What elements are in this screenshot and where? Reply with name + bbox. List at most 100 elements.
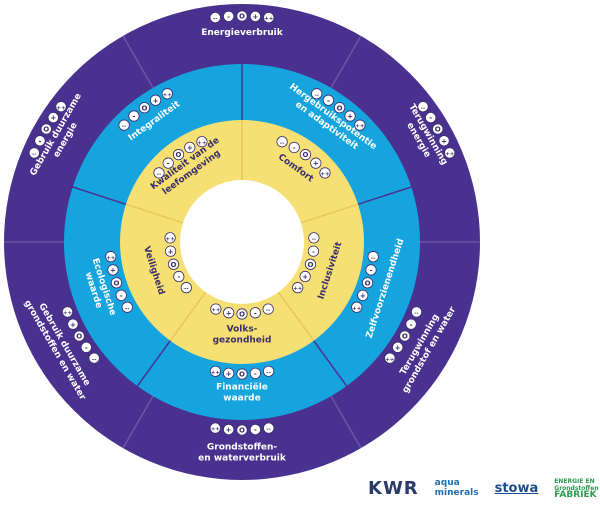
score-symbol: ++ [264, 16, 274, 22]
aqua-logo-top: aqua [434, 478, 460, 488]
score-symbol: - [370, 266, 373, 274]
score-symbol: O [113, 279, 119, 287]
score-symbol-bg [354, 119, 366, 131]
score-scale: ---O+++ [209, 365, 275, 380]
score-symbol-bg [262, 303, 274, 315]
score-symbol: ++ [166, 236, 176, 242]
score-symbol-bg [304, 258, 317, 270]
score-symbol-bg [121, 301, 133, 313]
score-symbol: O [307, 261, 313, 269]
segment-divider [122, 395, 154, 449]
score-scale: ---O+++ [351, 251, 379, 313]
score-symbol-bg [162, 157, 174, 169]
score-symbol-bg [344, 110, 356, 122]
score-symbol-bg [209, 11, 221, 24]
score-symbol-bg [367, 251, 379, 263]
score-symbol-bg [357, 289, 369, 301]
score-symbol: + [302, 273, 308, 281]
score-symbol: + [50, 114, 56, 122]
score-symbol-bg [288, 141, 300, 154]
score-symbol-bg [164, 232, 176, 244]
score-symbol: ++ [106, 255, 116, 261]
aqua-minerals-logo: aqua minerals [435, 478, 479, 498]
score-symbol: -- [122, 124, 127, 130]
score-symbol: + [187, 144, 193, 152]
score-symbol: O [43, 126, 49, 134]
score-symbol-bg [61, 306, 74, 318]
aqua-logo-bottom: minerals [434, 488, 479, 498]
score-symbol-bg [249, 423, 261, 436]
score-symbol: + [168, 248, 174, 256]
score-symbol-bg [263, 365, 275, 377]
score-symbol-bg [310, 157, 322, 169]
score-symbol: ++ [445, 152, 455, 158]
score-symbol: -- [312, 236, 317, 242]
score-symbol: - [85, 344, 88, 352]
score-symbol-bg [333, 102, 346, 114]
score-symbol: O [76, 333, 82, 341]
score-symbol: ++ [163, 92, 173, 98]
score-symbol: + [70, 321, 76, 329]
score-symbol: ++ [63, 311, 73, 317]
score-symbol-bg [223, 423, 235, 436]
score-symbol: -- [314, 92, 319, 98]
score-symbol-bg [236, 308, 248, 320]
score-scale: ---O+++ [164, 232, 192, 294]
label-line: Financiële [216, 383, 268, 393]
score-symbol: - [177, 273, 180, 281]
score-symbol-bg [164, 245, 177, 257]
segment-divider [330, 35, 362, 89]
label-line: Grondstoffen- [207, 443, 278, 453]
score-symbol: + [313, 160, 319, 168]
score-symbol: -- [32, 152, 37, 158]
score-symbol-bg [417, 101, 429, 113]
score-symbol: ++ [211, 308, 221, 314]
score-symbol-bg [392, 341, 404, 353]
score-symbol-bg [399, 330, 411, 342]
score-scale: ---O+++ [118, 88, 173, 131]
score-symbol-bg [209, 422, 221, 434]
score-symbol-bg [263, 422, 275, 434]
score-symbol: -- [421, 105, 426, 111]
score-symbol: - [327, 97, 330, 105]
score-scale: ---O+++ [417, 101, 456, 159]
score-symbol: - [410, 321, 413, 329]
score-symbol-bg [173, 270, 185, 283]
score-symbol-bg [361, 277, 374, 289]
score-symbol: + [252, 13, 258, 21]
score-scale: ---O+++ [153, 136, 208, 179]
score-symbol-bg [319, 167, 331, 179]
score-symbol: O [365, 279, 371, 287]
score-symbol-bg [153, 167, 165, 179]
outer-ring-label: Energieverbruik [201, 28, 284, 38]
score-symbol: -- [266, 370, 271, 376]
segment-divider [136, 340, 171, 387]
efg-logo-mid: Grondstoffen [554, 484, 599, 492]
partner-logos: KWR aqua minerals stowa ENERGIE EN Grond… [368, 468, 599, 508]
score-symbol-bg [263, 11, 275, 24]
segment-divider [300, 203, 359, 224]
score-scale: ---O+++ [209, 10, 275, 24]
score-symbol: - [120, 292, 123, 300]
score-scale: ---O+++ [311, 88, 366, 131]
score-symbol-bg [40, 123, 52, 135]
score-symbol-bg [73, 330, 85, 342]
middle-ring-dividers [72, 64, 412, 387]
score-scale: ---O+++ [28, 101, 67, 159]
score-symbol: ++ [56, 105, 66, 111]
score-symbol: O [303, 151, 309, 159]
score-symbol: + [347, 113, 353, 121]
score-symbol-bg [47, 112, 59, 124]
score-symbol-bg [236, 10, 248, 22]
score-symbol-bg [299, 270, 311, 283]
score-scale: ---O+++ [105, 251, 133, 313]
score-symbol-bg [34, 135, 46, 147]
score-symbol: ++ [385, 357, 395, 363]
score-symbol: + [441, 137, 447, 145]
kwr-logo: KWR [368, 477, 419, 499]
score-symbol-bg [365, 264, 377, 276]
score-symbol-bg [118, 119, 130, 131]
score-symbol: ++ [211, 370, 221, 376]
